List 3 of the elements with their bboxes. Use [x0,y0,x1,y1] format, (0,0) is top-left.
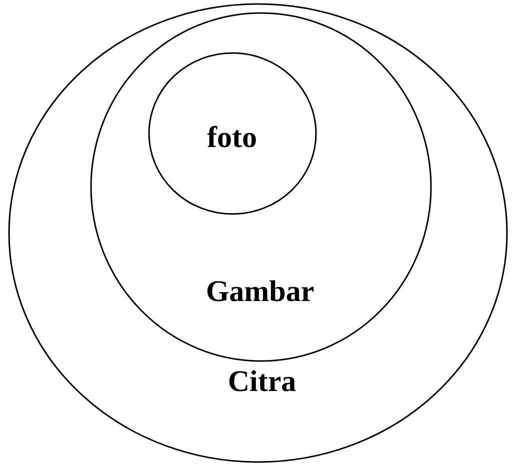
set-label: foto [207,121,257,155]
set-label: Citra [228,365,296,399]
set-label: Gambar [206,275,314,309]
